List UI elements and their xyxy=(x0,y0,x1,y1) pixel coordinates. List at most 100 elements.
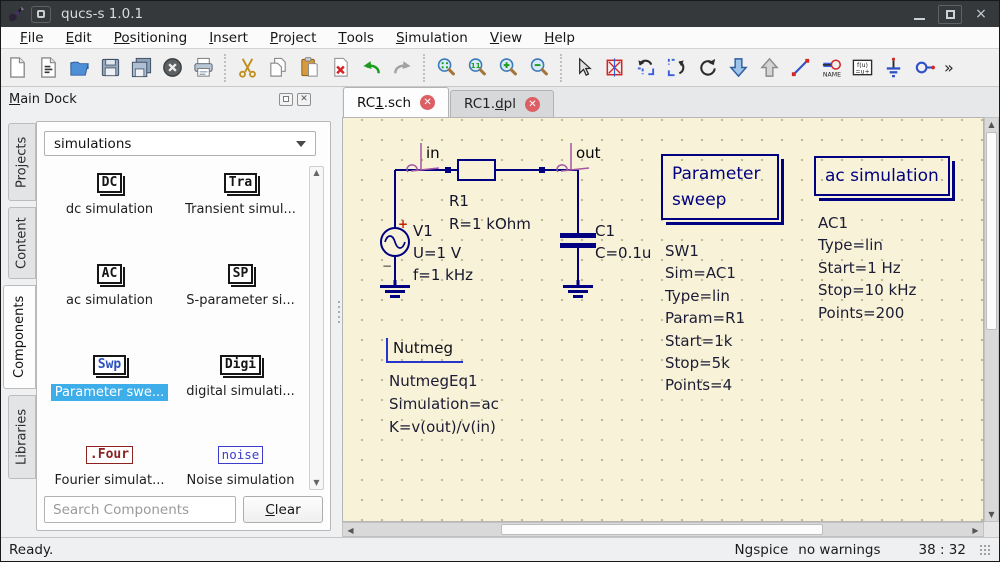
clear-button[interactable]: Clear xyxy=(243,496,323,523)
wire-node xyxy=(539,167,545,173)
tab-rc1-sch[interactable]: RC1.sch ✕ xyxy=(343,87,450,117)
resize-grip[interactable] xyxy=(978,543,991,556)
maximize-button[interactable] xyxy=(938,4,962,24)
horizontal-scrollbar-handle[interactable] xyxy=(501,524,823,535)
tab-rc1-dpl[interactable]: RC1.dpl ✕ xyxy=(450,90,554,117)
scroll-right-icon[interactable]: ▶ xyxy=(972,526,979,535)
save-icon[interactable] xyxy=(95,53,126,83)
close-button[interactable]: × xyxy=(975,6,987,22)
cut-icon[interactable] xyxy=(232,53,263,83)
insert-equation-icon[interactable]: f(u)=u+ xyxy=(847,53,878,83)
sidebar-tab-components[interactable]: Components xyxy=(3,285,36,389)
zoom-fit-icon[interactable] xyxy=(431,53,462,83)
ac-simulation-properties[interactable]: AC1 Type=lin Start=1 Hz Stop=10 kHz Poin… xyxy=(818,214,917,322)
print-icon[interactable] xyxy=(188,53,219,83)
mirror-x-icon[interactable] xyxy=(661,53,692,83)
copy-icon[interactable] xyxy=(263,53,294,83)
resistor-r1-symbol[interactable] xyxy=(457,159,496,181)
undo-icon[interactable] xyxy=(356,53,387,83)
component-s-parameter-simulation[interactable]: SP S-parameter si... xyxy=(186,264,295,309)
vertical-scrollbar[interactable]: ▲ ▼ xyxy=(984,117,999,522)
component-parameter-sweep[interactable]: Swp Parameter swe... xyxy=(50,348,169,439)
select-icon[interactable] xyxy=(568,53,599,83)
close-document-icon[interactable] xyxy=(157,53,188,83)
scroll-down-icon[interactable]: ▼ xyxy=(313,478,320,487)
window-menu-icon[interactable] xyxy=(31,5,51,23)
ground-symbol[interactable] xyxy=(563,280,593,298)
warnings-status[interactable]: no warnings xyxy=(798,541,881,558)
sidebar-tab-content[interactable]: Content xyxy=(8,207,36,279)
save-all-icon[interactable] xyxy=(126,53,157,83)
scroll-up-icon[interactable]: ▲ xyxy=(988,120,995,129)
ac-simulation-icon: AC xyxy=(96,264,123,285)
nutmeg-equation-block[interactable]: Nutmeg xyxy=(386,338,463,363)
component-fourier-simulation[interactable]: .Four Fourier simulat... xyxy=(54,446,165,489)
wire-label-marker-out[interactable] xyxy=(556,143,590,173)
tab-close-icon[interactable]: ✕ xyxy=(524,96,540,112)
insert-ground-icon[interactable] xyxy=(878,53,909,83)
pop-out-icon[interactable] xyxy=(754,53,785,83)
sidebar-tab-projects[interactable]: Projects xyxy=(8,123,36,201)
nutmeg-properties[interactable]: NutmegEq1 Simulation=ac K=v(out)/v(in) xyxy=(389,372,499,436)
vertical-scrollbar-handle[interactable] xyxy=(986,132,997,330)
open-file-icon[interactable] xyxy=(64,53,95,83)
push-into-icon[interactable] xyxy=(723,53,754,83)
minimize-button[interactable] xyxy=(907,5,931,24)
paste-icon[interactable] xyxy=(294,53,325,83)
parameter-sweep-properties[interactable]: SW1 Sim=AC1 Type=lin Param=R1 Start=1k S… xyxy=(665,242,746,395)
node-label-out[interactable]: out xyxy=(576,144,601,162)
component-category-select[interactable]: simulations xyxy=(44,131,316,156)
component-dc-simulation[interactable]: DC dc simulation xyxy=(65,173,154,218)
capacitor-c1-symbol[interactable] xyxy=(560,233,596,248)
insert-label-icon[interactable]: NAME xyxy=(816,53,847,83)
insert-wire-icon[interactable] xyxy=(785,53,816,83)
zoom-1-1-icon[interactable]: 11 xyxy=(462,53,493,83)
scroll-left-icon[interactable]: ◀ xyxy=(347,526,354,535)
dock-splitter[interactable] xyxy=(335,87,342,537)
redo-icon[interactable] xyxy=(387,53,418,83)
rotate-icon[interactable] xyxy=(692,53,723,83)
schematic-canvas[interactable]: + − xyxy=(342,117,984,522)
node-label-in[interactable]: in xyxy=(426,144,440,162)
search-components-input[interactable] xyxy=(44,496,236,523)
components-panel: simulations DC dc simulation Tra Transie… xyxy=(36,121,331,531)
scroll-down-icon[interactable]: ▼ xyxy=(988,510,995,519)
components-scrollbar[interactable]: ▲ ▼ xyxy=(309,166,324,490)
new-file-icon[interactable] xyxy=(2,53,33,83)
mirror-y-icon[interactable] xyxy=(630,53,661,83)
delete-component-icon[interactable] xyxy=(599,53,630,83)
wire-label-marker-in[interactable] xyxy=(406,143,440,173)
ac-simulation-block[interactable]: ac simulation xyxy=(814,156,950,196)
tab-close-icon[interactable]: ✕ xyxy=(420,95,436,110)
sidebar-tab-libraries[interactable]: Libraries xyxy=(8,395,36,479)
zoom-out-icon[interactable] xyxy=(524,53,555,83)
dock-float-icon[interactable] xyxy=(279,92,293,106)
new-text-file-icon[interactable] xyxy=(33,53,64,83)
ground-symbol[interactable] xyxy=(380,280,410,298)
component-ac-simulation[interactable]: AC ac simulation xyxy=(65,264,153,309)
scroll-up-icon[interactable]: ▲ xyxy=(313,168,320,177)
component-transient-simulation[interactable]: Tra Transient simul... xyxy=(185,173,296,218)
dock-close-icon[interactable]: ✕ xyxy=(297,92,311,106)
toolbar-overflow-button[interactable]: » xyxy=(944,58,954,77)
delete-icon[interactable] xyxy=(325,53,356,83)
horizontal-scrollbar[interactable]: ◀ ▶ xyxy=(342,522,984,537)
zoom-in-icon[interactable] xyxy=(493,53,524,83)
voltage-source-v1-symbol[interactable] xyxy=(380,227,410,257)
component-noise-simulation[interactable]: noise Noise simulation xyxy=(186,446,295,488)
insert-port-icon[interactable] xyxy=(909,53,940,83)
component-digital-simulation[interactable]: Digi digital simulati... xyxy=(186,355,295,400)
parameter-sweep-block[interactable]: Parameter sweep xyxy=(661,154,779,220)
